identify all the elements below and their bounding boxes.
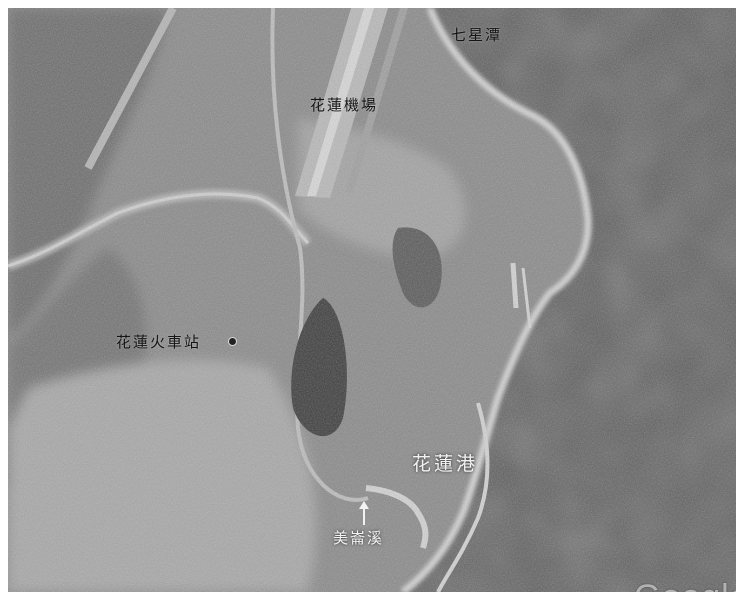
label-meilun-river: 美崙溪 bbox=[333, 529, 385, 547]
label-hualien-harbor: 花蓮港 bbox=[412, 453, 479, 475]
label-hualien-train-station: 花蓮火車站 bbox=[116, 333, 202, 351]
google-watermark: Google bbox=[634, 580, 736, 592]
label-qixingtan: 七星潭 bbox=[451, 26, 503, 44]
satellite-imagery bbox=[8, 8, 736, 592]
satellite-map[interactable]: 七星潭 花蓮機場 花蓮火車站 花蓮港 美崙溪 Google bbox=[8, 8, 736, 592]
train-station-marker bbox=[228, 337, 237, 346]
label-hualien-airport: 花蓮機場 bbox=[310, 96, 379, 114]
arrow-up-icon bbox=[359, 501, 369, 525]
